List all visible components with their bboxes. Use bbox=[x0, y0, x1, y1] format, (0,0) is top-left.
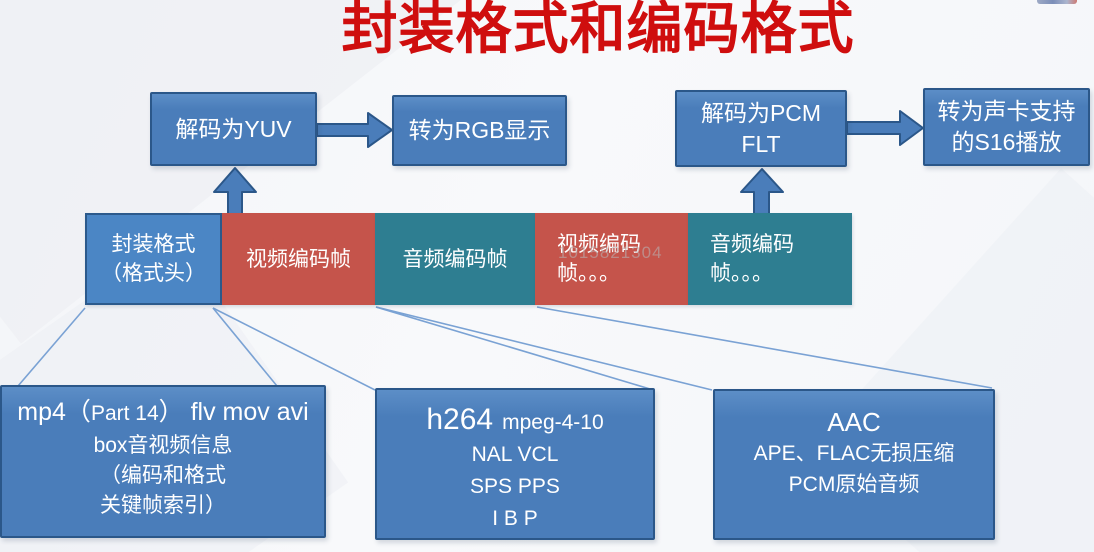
rgb-display-label: 转为RGB显示 bbox=[408, 117, 551, 143]
right-arrow-pcm-to-s16 bbox=[846, 110, 924, 146]
nal-vcl-line: NAL VCL bbox=[471, 443, 559, 466]
page-title: 封装格式和编码格式 bbox=[341, 0, 855, 60]
box-info-line: box音视频信息 bbox=[93, 434, 233, 457]
pcm-line: PCM原始音频 bbox=[788, 473, 920, 496]
decode-pcm-box: 解码为PCM FLT bbox=[675, 90, 847, 167]
container-format-detail-box: mp4（Part 14） flv mov avi box音视频信息 （编码和格式… bbox=[0, 385, 326, 538]
h264-line: h264 mpeg-4-10 bbox=[426, 404, 603, 439]
stream-segment-audio-frame: 音频编码帧 bbox=[375, 213, 535, 305]
s16-playback-label-line2: 的S16播放 bbox=[951, 129, 1062, 155]
line-container-to-mp4-right bbox=[212, 307, 278, 387]
h264-label: h264 bbox=[426, 403, 494, 436]
up-arrow-audio-decode bbox=[740, 168, 784, 217]
other-formats-label: ） flv mov avi bbox=[158, 398, 309, 426]
mp4-formats-line: mp4（Part 14） flv mov avi bbox=[17, 395, 308, 431]
segment-label: 视频编码 bbox=[557, 233, 641, 256]
segment-label: 视频编码帧 bbox=[246, 247, 351, 271]
part14-label: Part 14 bbox=[90, 402, 159, 425]
decode-pcm-label-line2: FLT bbox=[741, 130, 781, 157]
segment-label: 封装格式 bbox=[111, 233, 196, 256]
stream-segment-container-header: 封装格式 （格式头） bbox=[85, 213, 222, 305]
s16-playback-box: 转为声卡支持 的S16播放 bbox=[923, 88, 1090, 166]
segment-label: 音频编码帧 bbox=[402, 247, 508, 271]
line-audio-to-aac-right bbox=[536, 306, 993, 389]
aac-line: AAC bbox=[827, 407, 881, 437]
sps-pps-line: SPS PPS bbox=[470, 475, 560, 498]
cropped-corner-logo bbox=[1037, 0, 1077, 4]
ape-flac-line: APE、FLAC无损压缩 bbox=[753, 442, 955, 465]
line-video-to-h264-right bbox=[375, 306, 651, 390]
segment-label: （格式头） bbox=[101, 262, 206, 285]
line-video-to-h264-left bbox=[212, 307, 376, 391]
decode-yuv-label: 解码为YUV bbox=[175, 115, 292, 142]
mp4-label: mp4（ bbox=[17, 398, 91, 426]
mpeg4-label: mpeg-4-10 bbox=[502, 411, 604, 434]
line-container-to-mp4-left bbox=[17, 307, 86, 387]
ibp-line: I B P bbox=[492, 507, 538, 530]
audio-codec-detail-box: AAC APE、FLAC无损压缩 PCM原始音频 bbox=[713, 389, 995, 540]
keyframe-index-line: 关键帧索引） bbox=[100, 494, 226, 517]
rgb-display-box: 转为RGB显示 bbox=[392, 95, 567, 166]
codec-format-line: （编码和格式 bbox=[100, 464, 226, 487]
fanout-lines bbox=[17, 306, 993, 391]
segment-label: 音频编码 bbox=[710, 233, 794, 256]
segment-label: 帧。。。 bbox=[710, 262, 773, 285]
video-codec-detail-box: h264 mpeg-4-10 NAL VCL SPS PPS I B P bbox=[375, 388, 655, 540]
decode-yuv-box: 解码为YUV bbox=[150, 92, 317, 166]
line-audio-to-aac-left bbox=[375, 306, 713, 391]
stream-segment-audio-frames-more: 音频编码 帧。。。 bbox=[688, 213, 852, 305]
up-arrow-video-decode bbox=[213, 167, 257, 217]
segment-label: 帧。。。 bbox=[557, 262, 620, 285]
stream-segment-video-frames-more: 视频编码 帧。。。 bbox=[535, 213, 688, 305]
stream-segment-video-frame: 视频编码帧 bbox=[222, 213, 375, 305]
decode-pcm-label-line1: 解码为PCM bbox=[700, 99, 822, 126]
s16-playback-label-line1: 转为声卡支持 bbox=[937, 98, 1076, 124]
right-arrow-yuv-to-rgb bbox=[316, 112, 393, 148]
